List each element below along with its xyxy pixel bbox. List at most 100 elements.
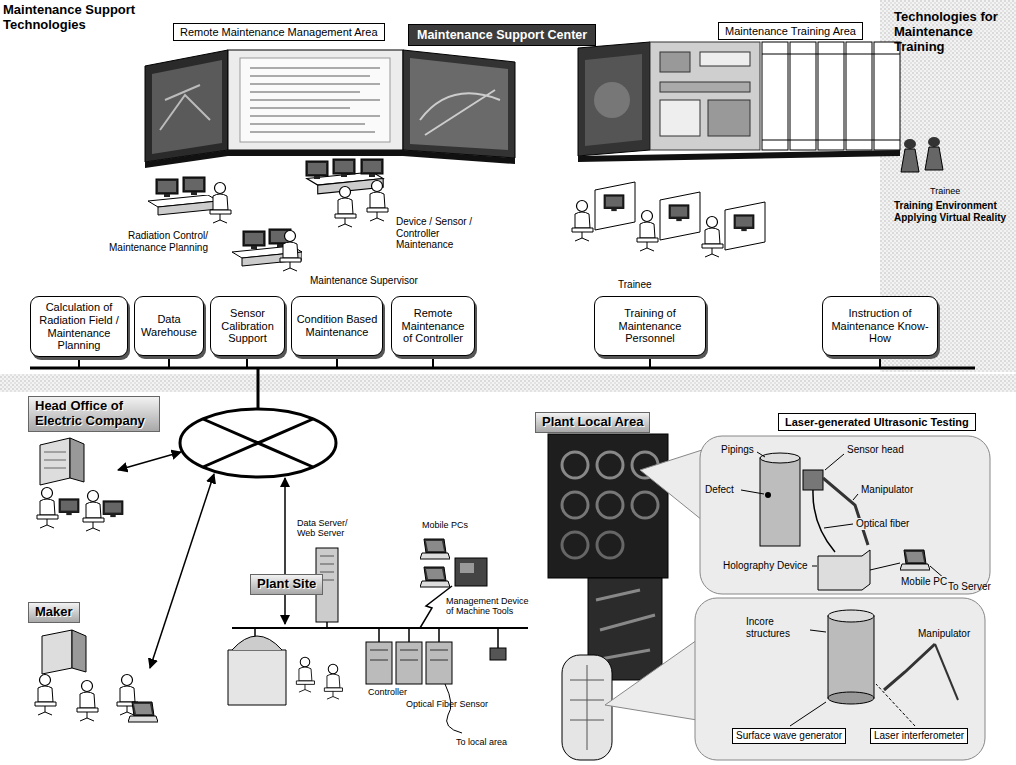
callout-shape [700,436,990,594]
box-label: Instruction of Maintenance Know-How [827,307,933,345]
figure-label: Device / Sensor / Controller Maintenance [396,216,480,251]
operator-desks [243,231,265,249]
function-box: Sensor Calibration Support [210,296,285,356]
plant-lan [426,642,452,684]
training-screens [846,42,872,150]
site-plate: Plant Site [250,574,323,595]
incore-setup [884,644,935,690]
office-figure [37,488,58,529]
vendor-figure [77,681,98,722]
office-figure [103,501,123,517]
ultrasonic-setup [853,494,858,500]
figure-label: Controller [368,687,407,697]
office-figure [44,452,66,468]
box-label: Maintenance Training Area [725,25,856,37]
figure-label: Data Server/ Web Server [297,518,361,539]
plant-lan [370,650,448,660]
control-room-screens [403,50,515,158]
operator-desks [361,159,383,177]
function-box: Training of Maintenance Personnel [594,296,706,356]
training-screens [762,54,900,140]
figure-label: Optical Fiber Sensor [406,699,488,709]
callout-shape [605,436,990,760]
plant-lan [366,642,392,684]
vr-figure [928,137,940,147]
ultrasonic-setup [818,550,870,590]
training-screens [790,42,816,150]
control-room-screens [152,60,222,154]
incore-setup [828,692,874,704]
box-label: Maker [35,605,73,620]
incore-setup [790,702,826,726]
box-label: Maintenance Support Center [417,28,587,42]
training-booths [669,205,689,221]
plant-photos [595,590,655,660]
training-screens [578,150,900,162]
plant-lan [460,563,474,573]
ultrasonic-setup [900,550,930,570]
plant-photos [562,532,588,558]
control-room-screens [240,58,390,142]
site-plate: Maker [28,602,80,623]
vr-figure [925,147,943,170]
callout-shape [640,450,702,520]
figure-label: Trainee [930,186,960,196]
training-screens [578,42,650,156]
operator-desks [280,231,301,272]
operator-desks [367,181,388,222]
office-figure [59,499,79,515]
part-label: Pipings [720,444,755,456]
area-tag: Remote Maintenance Management Area [173,23,385,41]
training-booths [725,202,765,250]
operator-desks [183,177,205,195]
part-label: Manipulator [860,484,914,496]
control-room-screens [228,50,403,150]
plant-lan [490,648,506,660]
box-label: Plant Site [257,577,316,592]
incore-setup [876,684,915,726]
service-bus [79,356,880,368]
operator-desks [306,161,328,179]
training-screens [660,100,700,136]
training-screens [650,42,760,150]
center-banner: Maintenance Support Center [408,24,596,46]
part-label: Surface wave generator [732,728,846,744]
network-ring [180,409,336,477]
part-label: Mobile PC [900,576,948,588]
plant-photos [548,434,668,578]
vendor-figure [42,630,72,674]
office-figure [70,438,84,482]
plant-photos [597,532,623,558]
box-label: Data Warehouse [139,313,199,338]
plant-photos [570,665,604,750]
training-screens [660,82,750,92]
ultrasonic-setup [824,524,853,528]
training-screens [708,100,750,136]
control-room-screens [160,85,210,130]
box-label: Sensor Calibration Support [215,307,280,345]
box-label: Plant Local Area [542,415,643,430]
figure-label: Radiation Control/ Maintenance Planning [100,230,208,253]
vr-figure [904,139,916,149]
callout-shape [695,598,985,760]
plant-lan [296,657,314,692]
plant-lan [232,627,528,629]
ultrasonic-setup [765,492,771,498]
plant-photos [597,492,623,518]
network-ring [150,474,214,668]
part-label: Laser interferometer [870,728,968,744]
figure-label: Technologies for Maintenance Training [894,10,1008,55]
training-booths [637,211,658,252]
plant-lan [396,642,422,684]
network-ring [203,419,313,467]
figure-label: Maintenance Supervisor [310,275,418,287]
function-box: Remote Maintenance of Controller [391,296,475,356]
training-screens [874,42,900,150]
operator-desks [148,195,218,215]
control-room-screens [145,50,228,162]
plant-photos [597,452,623,478]
incore-setup [935,644,958,700]
network-ring [118,452,181,470]
area-tag: Maintenance Training Area [718,22,863,40]
